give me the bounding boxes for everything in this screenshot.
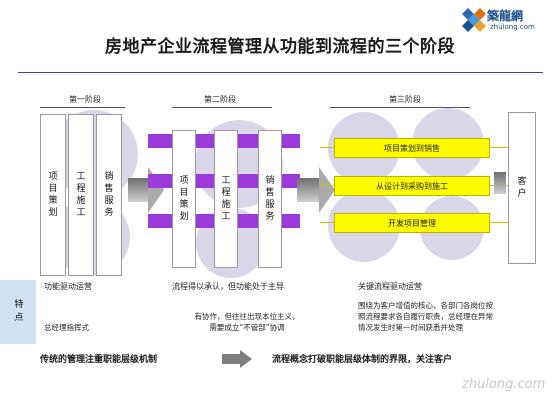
feature-label: 特点 (12, 299, 23, 325)
bottom-right-text: 流程概念打破职能层级体制的界限，关注客户 (272, 355, 453, 365)
stage-1-note: 总经理指挥式 (44, 323, 89, 332)
stage-3-process-bar-3: 开发项目管理 (334, 213, 490, 233)
stage-2-column-sales: 销售服务 (258, 130, 282, 268)
stage-2-column-construction: 工程施工 (214, 130, 238, 268)
stage-3-note: 围绕为客户增值的核心，各部门各岗位按照流程要求各自履行职责，总经理在异常情况发生… (358, 301, 493, 332)
customer-box: 客户 (508, 112, 536, 264)
stage-1-arrow-body (128, 178, 148, 202)
stage-3-caption: 关键流程驱动运营 (358, 282, 422, 291)
stage-1-column-construction: 工程施工 (68, 114, 94, 276)
stage-3-rule (330, 107, 470, 108)
stage-2-caption: 流程得以承认，但功能处于主导 (172, 282, 284, 291)
stage-2-arrow-body (297, 178, 319, 202)
stage-2-note-line-1: 有协作，但往往出现本位主义， (194, 312, 300, 321)
stage-1-column-sales: 销售服务 (96, 114, 122, 276)
stage-3-process-bar-1: 项目策划到销售 (334, 138, 490, 158)
stage-3-process-bar-2: 从设计到采购到施工 (334, 176, 490, 196)
stage-1-column-planning: 项目策划 (40, 114, 66, 276)
bottom-arrow-head (240, 350, 252, 368)
feature-label-box: 特点 (0, 280, 36, 344)
logo-name: 築龍網 (487, 9, 524, 23)
stage-2-label: 第二阶段 (204, 95, 236, 104)
watermark: zhulong.com (462, 377, 546, 392)
stage-2-note-line-2: 需要成立“不管部”协调 (209, 323, 285, 332)
page-title: 房地产企业流程管理从功能到流程的三个阶段 (105, 37, 455, 57)
stage-1-caption: 功能驱动运营 (44, 282, 92, 291)
logo-sub: zhulong.com (490, 23, 535, 31)
stage-2-arrow-head (319, 167, 335, 213)
bottom-left-text: 传统的管理注重职能层级机制 (40, 355, 158, 365)
logo: 築龍網 zhulong.com (462, 6, 552, 40)
stage-2-rule (172, 107, 272, 108)
stage-1-label: 第一阶段 (69, 95, 101, 104)
logo-cube-icon (462, 8, 486, 32)
stage-2-column-planning: 项目策划 (172, 130, 196, 268)
stage-3-arrow-body (494, 172, 506, 194)
stage-1-rule (40, 107, 125, 108)
title-divider (18, 72, 543, 73)
bottom-arrow-body (222, 354, 240, 364)
stage-3-label: 第三阶段 (389, 95, 421, 104)
